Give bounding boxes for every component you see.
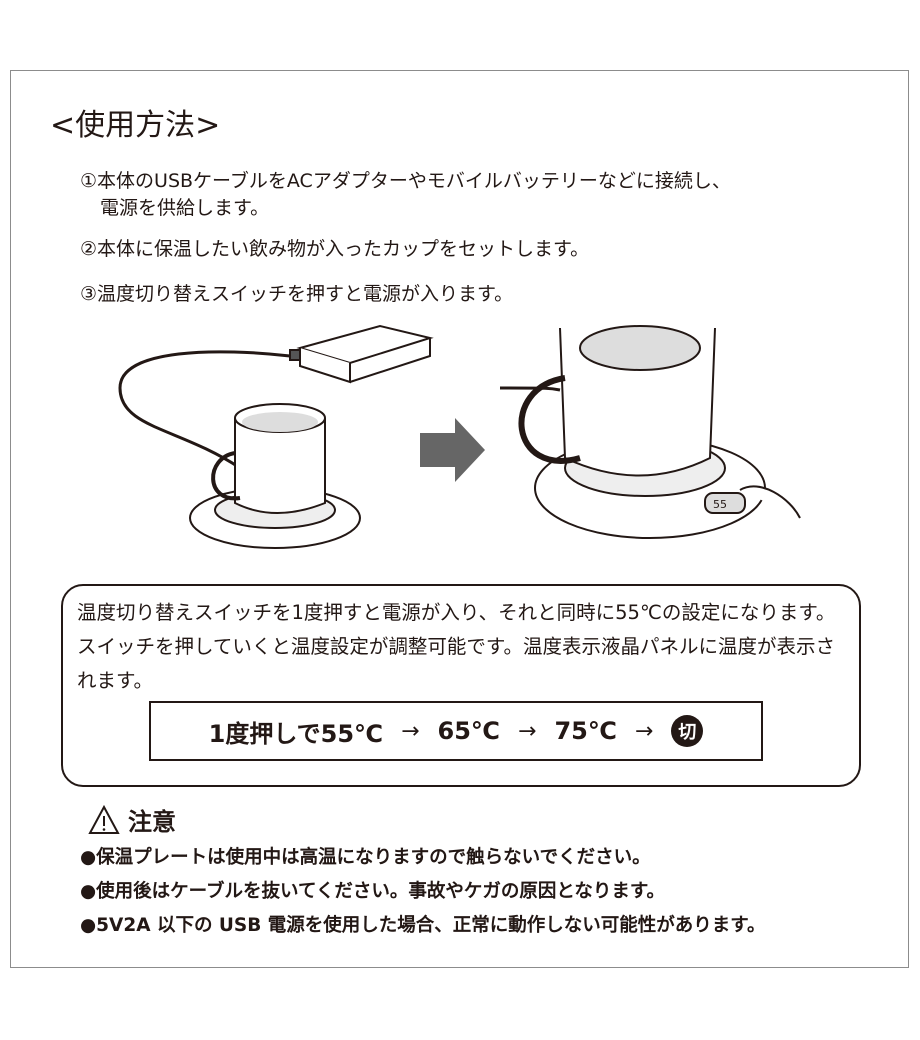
step-3: ③温度切り替えスイッチを押すと電源が入ります。 <box>80 283 514 305</box>
caution-title: 注意 <box>128 808 176 836</box>
sequence-step-75: 75℃ <box>554 717 617 745</box>
caution-item: ●保温プレートは使用中は高温になりますので触らないでください。 <box>80 847 651 868</box>
arrow-icon <box>420 418 485 482</box>
temperature-sequence: 1度押しで55℃ → 65℃ → 75℃ → 切 <box>149 701 763 761</box>
section-title: <使用方法> <box>50 108 221 143</box>
arrow-icon: → <box>518 718 537 744</box>
power-bank-illustration <box>289 324 434 384</box>
step-1-line-1: ①本体のUSBケーブルをACアダプターやモバイルバッテリーなどに接続し、 <box>80 170 731 192</box>
usage-illustration: 55 <box>118 324 801 549</box>
mug-warmer-small <box>189 403 361 549</box>
caution-item: ●5V2A 以下の USB 電源を使用した場合、正常に動作しない可能性があります… <box>80 915 766 936</box>
arrow-icon: → <box>401 718 420 744</box>
caution-heading: 注意 <box>88 802 176 837</box>
info-box: 温度切り替えスイッチを1度押すと電源が入り、それと同時に55℃の設定になります。… <box>61 584 861 787</box>
mug-warmer-large: 55 <box>499 325 801 539</box>
warning-icon <box>88 804 120 834</box>
step-2: ②本体に保温したい飲み物が入ったカップをセットします。 <box>80 238 590 260</box>
caution-item: ●使用後はケーブルを抜いてください。事故やケガの原因となります。 <box>80 881 666 902</box>
off-badge: 切 <box>671 715 704 747</box>
sequence-step-55: 1度押しで55℃ <box>208 719 384 748</box>
info-text: 温度切り替えスイッチを1度押すと電源が入り、それと同時に55℃の設定になります。… <box>77 601 836 692</box>
arrow-icon: → <box>634 718 654 744</box>
page-frame <box>10 70 909 968</box>
temperature-display: 55 <box>713 498 727 511</box>
usb-cable <box>118 350 291 470</box>
sequence-step-65: 65℃ <box>437 717 500 745</box>
step-1-line-2: 電源を供給します。 <box>100 197 270 219</box>
